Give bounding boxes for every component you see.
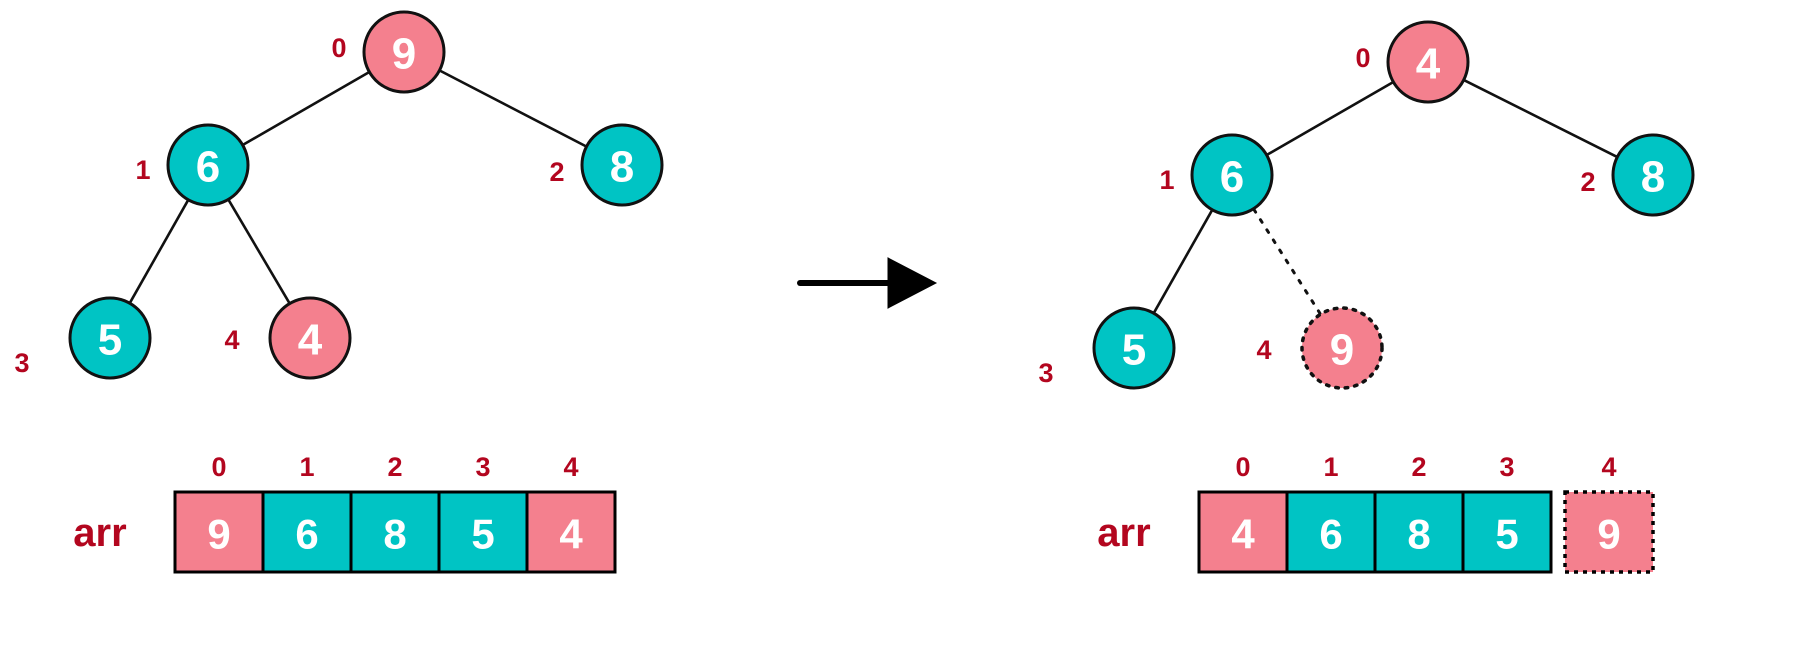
tree-node-4[interactable]: 94 [1256, 306, 1384, 390]
node-circle [580, 123, 664, 207]
array-name-label: arr [73, 511, 126, 555]
node-circle [1190, 133, 1274, 217]
node-value: 8 [1641, 153, 1665, 202]
node-value: 6 [1220, 153, 1244, 202]
array-cell-3[interactable]: 53 [437, 452, 529, 574]
cell-index-label: 1 [299, 452, 314, 482]
tree-edge-0-2 [439, 69, 587, 148]
node-value: 4 [298, 316, 323, 365]
tree-node-3[interactable]: 53 [1038, 306, 1176, 390]
cell-value: 4 [1231, 511, 1255, 558]
cell-box [1461, 490, 1553, 574]
tree-edge-1-3 [129, 200, 189, 303]
node-circle [166, 123, 250, 207]
array-cell-4[interactable]: 94 [1563, 452, 1655, 574]
cell-value: 8 [383, 511, 406, 558]
node-value: 6 [196, 143, 220, 192]
node-circle [1386, 20, 1470, 104]
tree-node-4[interactable]: 44 [224, 296, 352, 380]
array-cell-1[interactable]: 61 [1285, 452, 1377, 574]
cell-box [173, 490, 265, 574]
array-cell-1[interactable]: 61 [261, 452, 353, 574]
cell-value: 5 [1495, 511, 1518, 558]
node-index-label: 3 [1038, 358, 1053, 388]
array-cell-0[interactable]: 40 [1197, 452, 1289, 574]
cell-index-label: 3 [1499, 452, 1514, 482]
tree-node-1[interactable]: 61 [1159, 133, 1274, 217]
node-value: 5 [98, 316, 122, 365]
node-circle [1300, 306, 1384, 390]
node-index-label: 3 [14, 348, 29, 378]
node-index-label: 4 [224, 325, 239, 355]
array-cell-2[interactable]: 82 [1373, 452, 1465, 574]
node-value: 9 [1330, 326, 1354, 375]
cell-value: 5 [471, 511, 494, 558]
cell-index-label: 4 [563, 452, 578, 482]
tree-edge-1-3 [1153, 210, 1213, 313]
cell-box [1563, 490, 1655, 574]
cell-box [437, 490, 529, 574]
node-index-label: 4 [1256, 335, 1271, 365]
cell-value: 9 [1597, 511, 1620, 558]
tree-node-2[interactable]: 82 [1580, 133, 1695, 217]
cell-box [1373, 490, 1465, 574]
node-circle [268, 296, 352, 380]
array-cell-0[interactable]: 90 [173, 452, 265, 574]
after-tree-edges [1153, 79, 1617, 315]
node-index-label: 0 [1355, 43, 1370, 73]
node-value: 4 [1416, 40, 1441, 89]
cell-value: 6 [1319, 511, 1342, 558]
cell-box [1285, 490, 1377, 574]
tree-edge-0-1 [242, 71, 370, 146]
tree-edge-0-1 [1266, 81, 1394, 156]
tree-edge-0-2 [1464, 79, 1617, 158]
node-circle [1092, 306, 1176, 390]
node-value: 8 [610, 143, 634, 192]
cell-index-label: 0 [1235, 452, 1250, 482]
cell-index-label: 1 [1323, 452, 1338, 482]
node-circle [1611, 133, 1695, 217]
tree-node-0[interactable]: 40 [1355, 20, 1470, 104]
cell-value: 4 [559, 511, 583, 558]
before-tree-edges [129, 69, 587, 304]
cell-index-label: 2 [387, 452, 402, 482]
tree-node-0[interactable]: 90 [331, 10, 446, 94]
cell-value: 6 [295, 511, 318, 558]
cell-index-label: 3 [475, 452, 490, 482]
node-index-label: 2 [1580, 167, 1595, 197]
node-index-label: 1 [1159, 165, 1174, 195]
cell-index-label: 4 [1601, 452, 1616, 482]
cell-value: 9 [207, 511, 230, 558]
cell-index-label: 0 [211, 452, 226, 482]
cell-index-label: 2 [1411, 452, 1426, 482]
array-cell-2[interactable]: 82 [349, 452, 441, 574]
array-name-label: arr [1097, 511, 1150, 555]
node-value: 5 [1122, 326, 1146, 375]
array-cell-3[interactable]: 53 [1461, 452, 1553, 574]
node-circle [68, 296, 152, 380]
node-index-label: 2 [549, 157, 564, 187]
tree-node-1[interactable]: 61 [135, 123, 250, 207]
node-index-label: 0 [331, 33, 346, 63]
cell-box [349, 490, 441, 574]
right-arrow-icon [797, 257, 938, 309]
tree-node-2[interactable]: 82 [549, 123, 664, 207]
cell-box [525, 490, 617, 574]
node-index-label: 1 [135, 155, 150, 185]
tree-edge-1-4 [1252, 208, 1322, 315]
array-cell-4[interactable]: 44 [525, 452, 617, 574]
node-value: 9 [392, 30, 416, 79]
cell-value: 8 [1407, 511, 1430, 558]
tree-edge-1-4 [227, 199, 291, 304]
node-circle [362, 10, 446, 94]
cell-box [261, 490, 353, 574]
tree-node-3[interactable]: 53 [14, 296, 152, 380]
